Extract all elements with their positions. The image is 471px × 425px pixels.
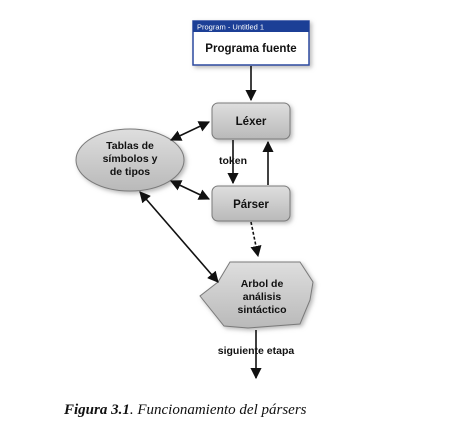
figure-caption-text: . Funcionamiento del pársers: [129, 402, 307, 418]
program-window: Program - Untitled 1 Programa fuente: [192, 20, 310, 66]
next-stage-label: siguiente etapa: [218, 345, 295, 357]
program-window-title: Program - Untitled 1: [197, 23, 264, 32]
symbol-tables-node: Tablas de símbolos y de tipos: [75, 128, 185, 192]
lexer-label: Léxer: [236, 116, 267, 128]
parser-label: Párser: [233, 199, 269, 211]
arrow-symbols-lexer: [169, 121, 211, 141]
symbol-tables-ellipse: [75, 128, 185, 192]
parser-node: Párser: [211, 185, 291, 222]
syntax-tree-line-1: Arbol de: [241, 278, 284, 290]
lexer-node: Léxer: [211, 102, 291, 140]
figure-caption: Figura 3.1. Funcionamiento del pársers: [64, 402, 307, 419]
parser-diagram: Program - Untitled 1 Programa fuente Léx…: [75, 20, 314, 380]
syntax-tree-shape: [199, 261, 314, 329]
token-label: token: [219, 155, 247, 167]
syntax-tree-node: Arbol de análisis sintáctico: [199, 261, 314, 329]
lexer-box: [211, 102, 291, 140]
symbol-tables-line-1: Tablas de: [106, 140, 154, 152]
arrow-symbols-parser: [169, 180, 211, 200]
syntax-tree-line-2: análisis: [243, 291, 282, 303]
symbol-tables-line-2: símbolos y: [103, 153, 158, 165]
syntax-tree-line-3: sintáctico: [237, 304, 286, 316]
program-window-label: Programa fuente: [205, 43, 296, 55]
arrow-parser-to-tree: [250, 221, 262, 258]
arrow-symbols-tree: [139, 191, 219, 283]
program-window-titlebar: [193, 21, 309, 32]
symbol-tables-line-3: de tipos: [110, 166, 150, 178]
figure-label: Figura 3.1: [64, 402, 130, 418]
